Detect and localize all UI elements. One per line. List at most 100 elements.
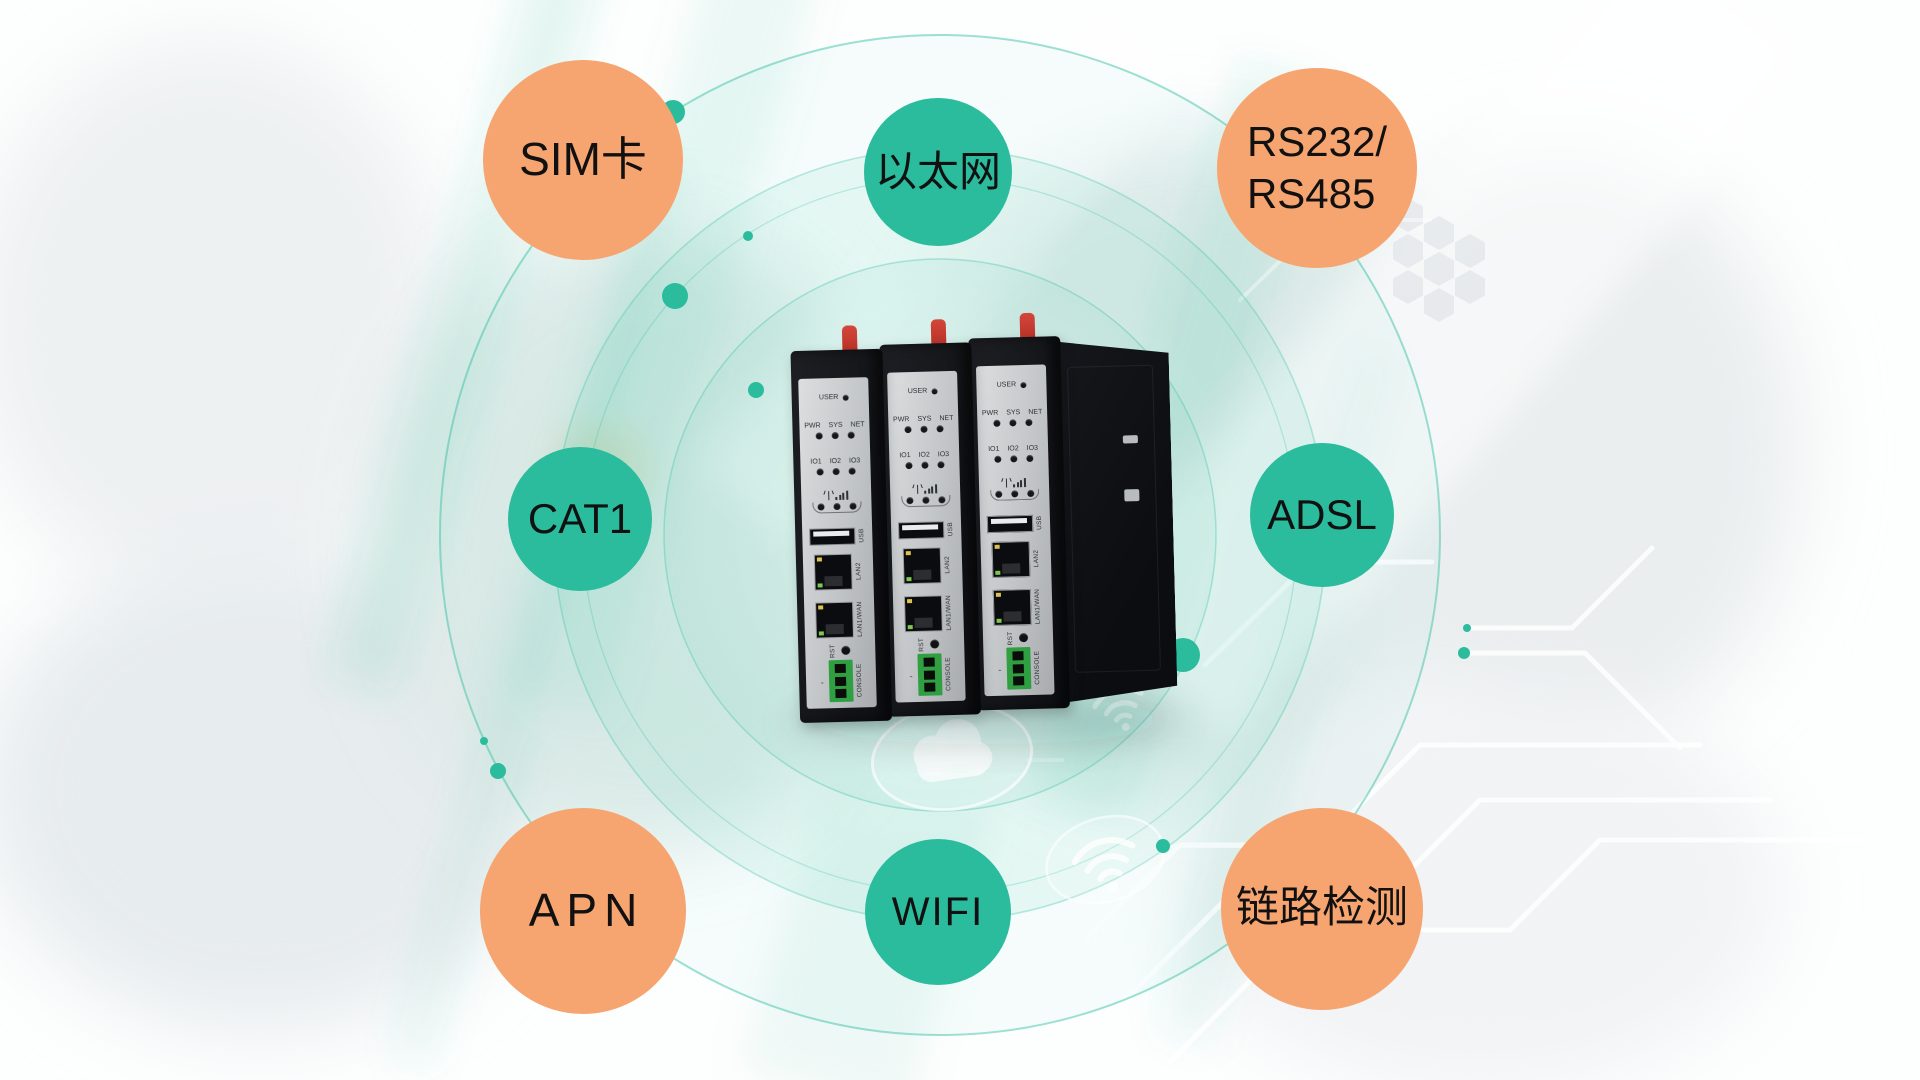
net-label: NET xyxy=(939,414,954,423)
feature-label: APN xyxy=(528,884,645,937)
signal-led-icon xyxy=(921,496,929,504)
ethernet-port-lan1-wan xyxy=(992,588,1032,626)
rst-label: RST xyxy=(1007,631,1015,646)
user-led-icon xyxy=(1020,381,1027,388)
feature-bubble-apn: APN xyxy=(480,808,686,1014)
io1-label: IO1 xyxy=(988,445,1000,454)
io3-led-icon xyxy=(1025,454,1033,463)
signal-leds xyxy=(900,495,951,508)
io2-led-icon xyxy=(920,461,929,469)
sys-led-icon xyxy=(919,425,928,433)
lan1-wan-label: LAN1/WAN xyxy=(1033,588,1042,625)
feature-label: WIFI xyxy=(891,890,985,934)
ring-outer xyxy=(439,34,1441,1036)
console-label: CONSOLE xyxy=(1033,650,1042,685)
signal-bars-icon xyxy=(835,490,849,501)
usb-port xyxy=(808,527,856,546)
io2-led-icon xyxy=(1009,455,1017,463)
lan1-wan-label: LAN1/WAN xyxy=(944,595,953,631)
io3-led-icon xyxy=(936,461,945,469)
feature-label: 链路检测 xyxy=(1236,884,1408,933)
wifi-arcs-icon xyxy=(1045,814,1166,905)
console-label: CONSOLE xyxy=(855,663,864,698)
sys-led-icon xyxy=(1008,419,1017,427)
net-label: NET xyxy=(850,421,865,429)
console-terminal xyxy=(917,653,943,696)
usb-label: USB xyxy=(857,528,866,544)
net-led-icon xyxy=(1024,418,1032,427)
io3-label: IO3 xyxy=(937,451,950,459)
feature-label: ADSL xyxy=(1267,490,1377,538)
sys-label: SYS xyxy=(828,421,843,430)
user-led-icon xyxy=(842,394,849,401)
console-pins-label: ⌁ xyxy=(907,671,914,679)
feature-label: SIM卡 xyxy=(519,133,647,186)
io2-led-icon xyxy=(832,467,840,476)
pwr-label: PWR xyxy=(893,416,910,424)
device-front-panel: USER PWR SYS NET IO1 IO2 IO3 xyxy=(887,370,966,703)
ethernet-port-lan1-wan xyxy=(814,601,854,639)
io2-label: IO2 xyxy=(1007,445,1019,453)
io1-label: IO1 xyxy=(810,458,822,466)
sys-led-icon xyxy=(831,431,839,440)
console-terminal xyxy=(1006,646,1032,690)
io2-label: IO2 xyxy=(918,451,930,459)
signal-led-icon xyxy=(816,503,825,511)
io3-label: IO3 xyxy=(1026,444,1039,453)
signal-leds xyxy=(811,501,862,514)
net-label: NET xyxy=(1028,408,1043,416)
signal-led-icon xyxy=(937,496,945,504)
lan2-label: LAN2 xyxy=(1032,549,1040,568)
antenna-glyph-icon xyxy=(824,490,833,500)
sim-slot-icon xyxy=(1123,435,1138,443)
signal-led-icon xyxy=(1026,489,1034,498)
rst-label: RST xyxy=(829,644,837,659)
sys-label: SYS xyxy=(1006,409,1021,417)
rst-label: RST xyxy=(918,637,926,652)
usb-label: USB xyxy=(946,522,955,537)
feature-label: 以太网 xyxy=(874,147,1001,195)
router-device: USER PWR SYS NET IO1 IO2 IO3 xyxy=(879,319,982,717)
user-led-label: USER xyxy=(996,381,1017,389)
reset-button-icon xyxy=(929,639,940,650)
signal-led-icon xyxy=(832,502,841,511)
feature-label: CAT1 xyxy=(527,494,633,542)
pwr-label: PWR xyxy=(981,409,999,418)
console-pins-label: ⌁ xyxy=(996,665,1003,673)
usb-label: USB xyxy=(1035,515,1043,531)
feature-bubble-cat1: CAT1 xyxy=(508,447,652,591)
io3-led-icon xyxy=(848,467,856,475)
feature-bubble-adsl: ADSL xyxy=(1250,443,1394,587)
pwr-label: PWR xyxy=(804,422,821,430)
usb-port xyxy=(897,521,945,540)
lan2-label: LAN2 xyxy=(854,562,863,581)
router-device: USER PWR SYS NET IO1 IO2 IO3 xyxy=(968,312,1070,711)
feature-bubble-rs232-rs485: RS232/ RS485 xyxy=(1217,68,1417,268)
user-led-label: USER xyxy=(907,387,928,396)
signal-led-icon xyxy=(994,490,1002,498)
feature-bubble-wifi: WIFI xyxy=(865,839,1011,985)
pwr-led-icon xyxy=(903,426,912,434)
signal-bars-icon xyxy=(1013,477,1026,488)
signal-leds xyxy=(989,488,1039,501)
io2-label: IO2 xyxy=(829,457,842,466)
side-port-icon xyxy=(1124,489,1139,501)
feature-bubble-link-detect: 链路检测 xyxy=(1221,808,1423,1010)
io3-label: IO3 xyxy=(848,457,861,465)
router-device: USER PWR SYS NET IO1 IO2 IO3 xyxy=(790,325,893,724)
signal-led-icon xyxy=(848,502,857,510)
router-devices-group: USER PWR SYS NET IO1 IO2 IO3 xyxy=(790,307,1191,737)
console-terminal xyxy=(828,659,854,703)
ethernet-port-lan1-wan xyxy=(903,595,943,633)
pwr-led-icon xyxy=(992,419,1001,427)
signal-bars-icon xyxy=(924,483,937,494)
user-led-label: USER xyxy=(818,393,839,402)
reset-button-icon xyxy=(840,646,851,656)
usb-port xyxy=(986,514,1034,534)
device-side-panel xyxy=(1052,338,1177,703)
feature-label: RS232/ RS485 xyxy=(1246,117,1388,218)
console-label: CONSOLE xyxy=(944,657,953,692)
io1-led-icon xyxy=(904,462,913,470)
io1-label: IO1 xyxy=(899,452,911,460)
